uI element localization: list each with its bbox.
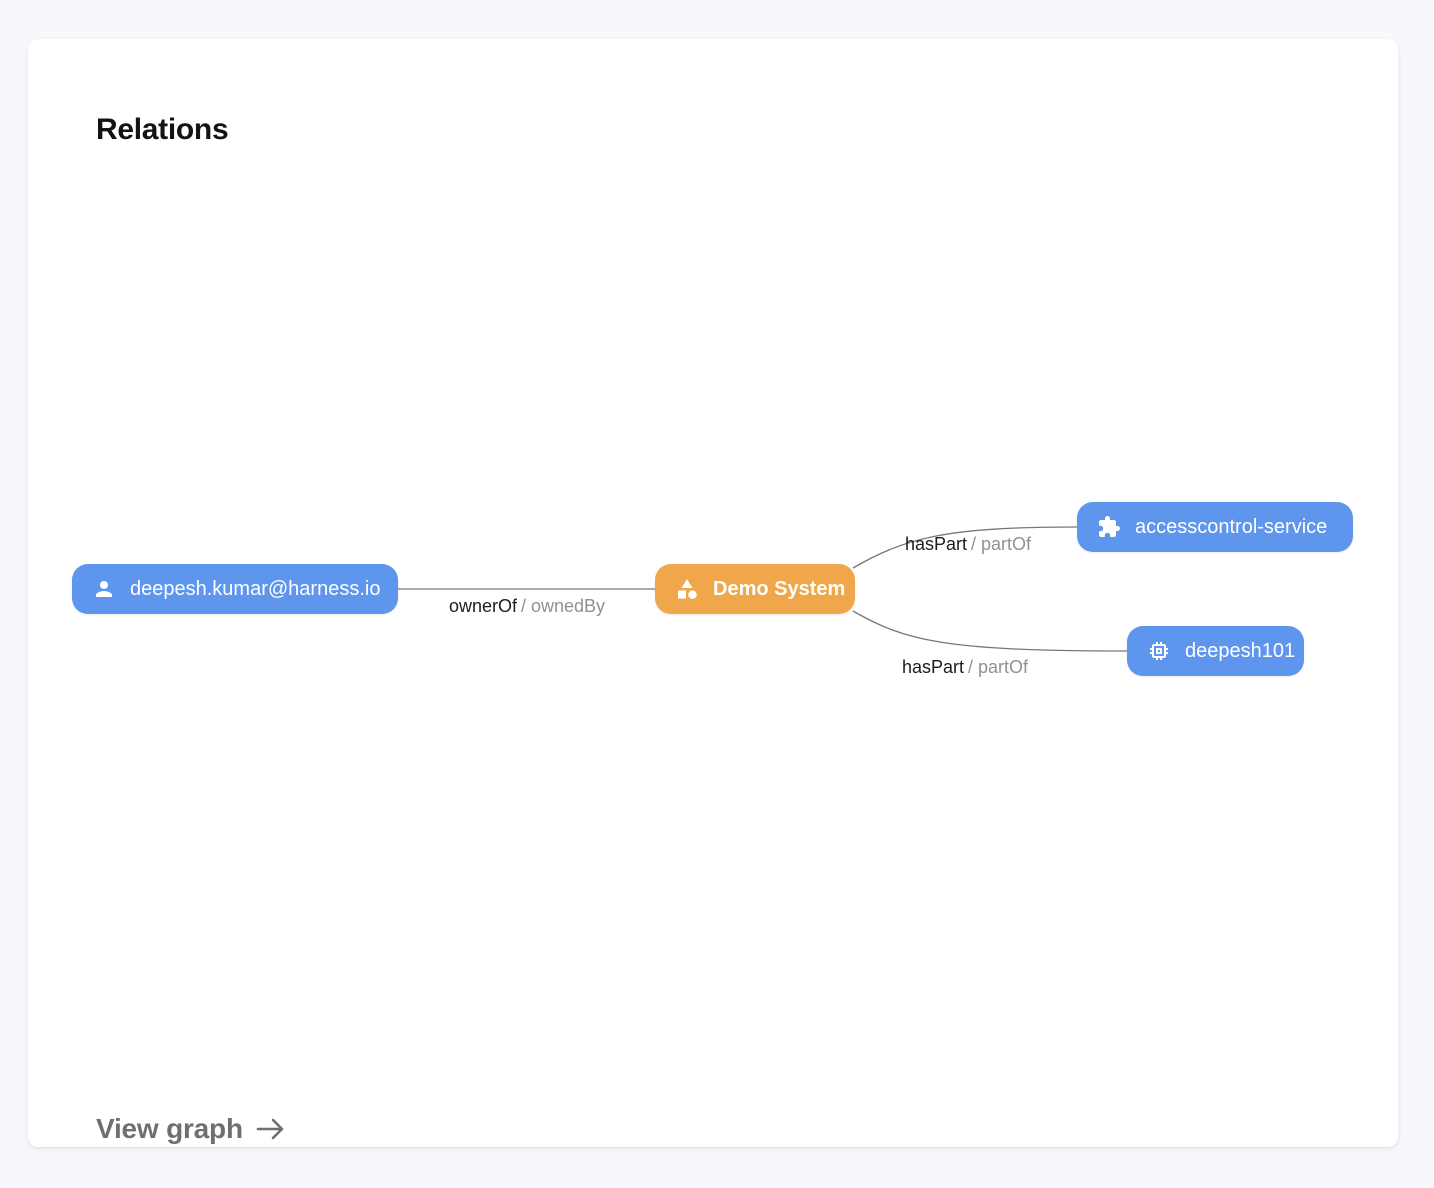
node-user[interactable]: deepesh.kumar@harness.io bbox=[72, 564, 398, 614]
card-title: Relations bbox=[96, 113, 229, 146]
node-label: deepesh.kumar@harness.io bbox=[130, 577, 381, 600]
extension-icon bbox=[1097, 515, 1121, 539]
node-label: deepesh101 bbox=[1185, 639, 1296, 662]
node-component[interactable]: deepesh101 bbox=[1127, 626, 1304, 676]
person-icon bbox=[92, 577, 116, 601]
node-label: Demo System bbox=[713, 577, 846, 600]
edge-label-primary: hasPart bbox=[904, 534, 968, 554]
memory-icon bbox=[1147, 639, 1171, 663]
view-graph-label: View graph bbox=[96, 1113, 243, 1144]
view-graph-link[interactable]: View graph bbox=[96, 1113, 287, 1145]
node-service[interactable]: accesscontrol-service bbox=[1077, 502, 1353, 552]
edge-label-haspart-top: hasPart/ partOf bbox=[905, 534, 1031, 555]
edge-label-haspart-bottom: hasPart/ partOf bbox=[902, 657, 1028, 678]
node-system[interactable]: Demo System bbox=[655, 564, 855, 614]
edge-label-primary: hasPart bbox=[901, 657, 965, 677]
arrow-right-icon bbox=[255, 1115, 287, 1143]
category-icon bbox=[675, 577, 699, 601]
node-label: accesscontrol-service bbox=[1135, 515, 1328, 538]
edge-label-ownerof: ownerOf/ ownedBy bbox=[449, 596, 605, 617]
edge-label-secondary: / partOf bbox=[968, 657, 1029, 677]
edge-label-secondary: / ownedBy bbox=[520, 596, 606, 616]
edge-label-primary: ownerOf bbox=[448, 596, 517, 616]
edge-label-secondary: / partOf bbox=[971, 534, 1032, 554]
